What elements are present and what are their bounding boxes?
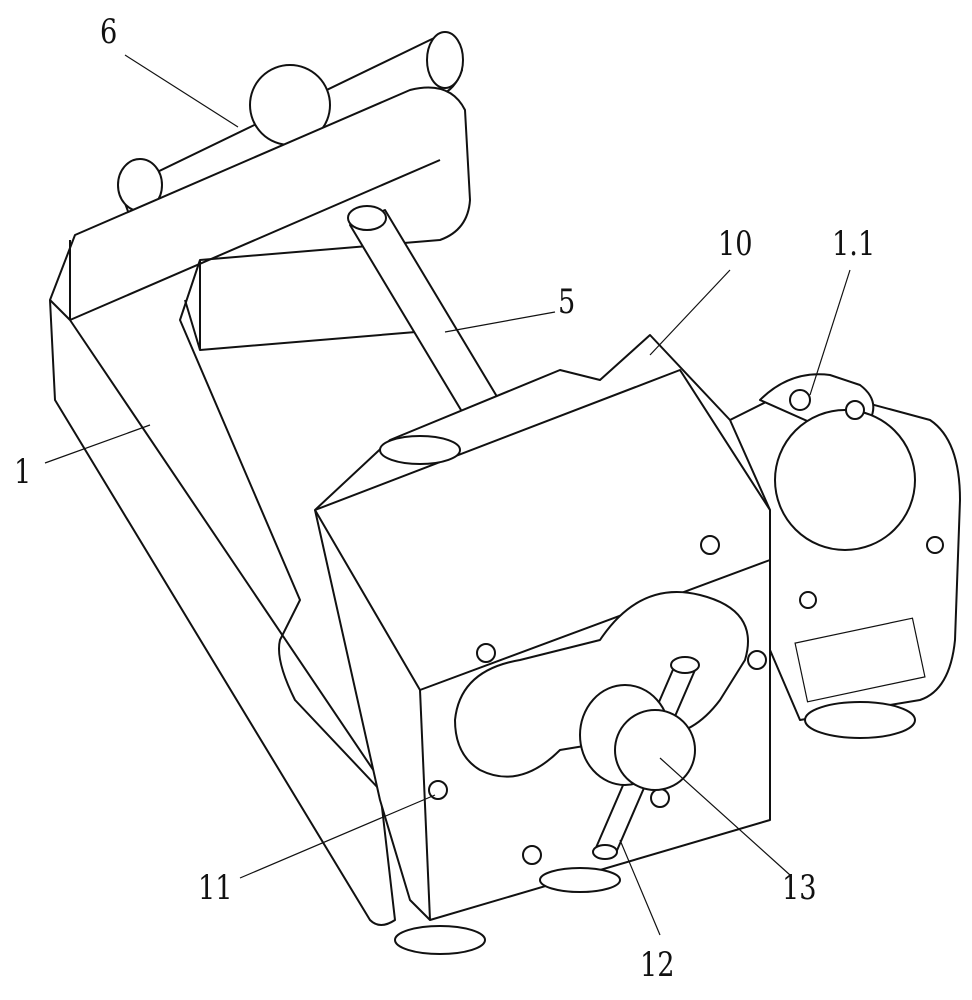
label-part-6: 6 — [100, 12, 117, 52]
label-part-10: 10 — [718, 224, 753, 264]
label-part-13: 13 — [782, 868, 817, 908]
label-part-11: 11 — [198, 868, 233, 908]
label-part-1-1: 1.1 — [832, 224, 875, 264]
label-part-1: 1 — [14, 452, 31, 492]
label-part-12: 12 — [640, 945, 675, 985]
label-part-5: 5 — [558, 282, 575, 322]
